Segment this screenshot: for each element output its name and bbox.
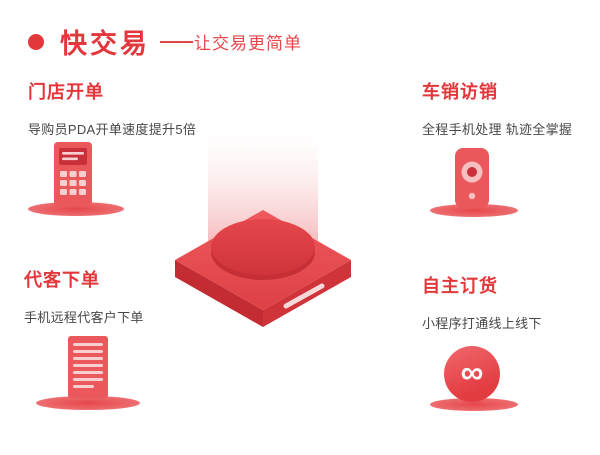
bullet-dot-icon [28,33,44,50]
feature-title-self-ordering: 自主订货 [422,276,498,296]
infinity-icon: ∞ [444,346,500,402]
page-title: 快交易 [60,29,150,59]
icon-shadow [28,202,124,216]
icon-shadow [430,398,518,411]
icon-shadow [36,396,140,410]
feature-desc-proxy-ordering: 手机远程代客户下单 [24,310,144,325]
feature-desc-store-billing: 导购员PDA开单速度提升5倍 [28,122,197,137]
pda-device-icon-svg [54,142,92,206]
feature-store-billing: 门店开单 导购员PDA开单速度提升5倍 [28,78,196,138]
feature-vehicle-sales: 车销访销 全程手机处理 轨迹全掌握 [422,78,572,138]
feature-desc-self-ordering: 小程序打通线上线下 [422,316,542,331]
feature-title-proxy-ordering: 代客下单 [24,270,100,290]
pda-device-icon [50,140,96,213]
smartphone-icon-svg [455,148,489,208]
receipt-icon [62,334,114,405]
feature-title-store-billing: 门店开单 [28,82,104,102]
infinity-icon-circle: ∞ [444,346,500,402]
header: 快交易 —— 让交易更简单 [28,22,302,61]
feature-self-ordering: 自主订货 小程序打通线上线下 [422,272,542,332]
icon-shadow [430,204,518,217]
infinity-glyph: ∞ [460,354,484,390]
center-button-illustration [160,120,366,334]
smartphone-icon [452,146,492,215]
feature-title-vehicle-sales: 车销访销 [422,82,498,102]
red-button-3d-icon [175,120,351,327]
feature-proxy-ordering: 代客下单 手机远程代客户下单 [24,266,144,326]
page-subtitle: 让交易更简单 [194,34,302,53]
feature-desc-vehicle-sales: 全程手机处理 轨迹全掌握 [422,122,573,137]
receipt-icon-svg [68,336,108,398]
title-dash: —— [160,31,193,51]
